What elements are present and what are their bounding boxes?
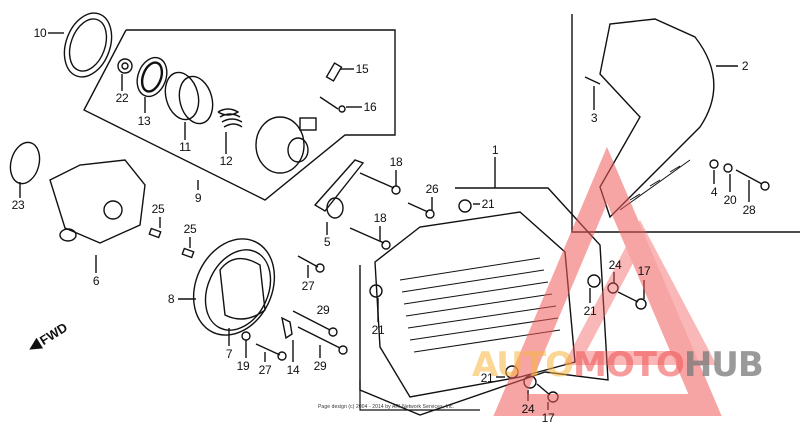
part-label-12[interactable]: 12 (219, 154, 233, 168)
part-label-24[interactable]: 24 (521, 402, 535, 416)
part-label-23[interactable]: 23 (11, 198, 25, 212)
part-label-26[interactable]: 26 (425, 182, 439, 196)
part-11-impeller (164, 71, 214, 140)
part-20-washer (723, 163, 733, 192)
part-18-bolt-b (349, 226, 391, 250)
watermark-triangle (493, 146, 722, 416)
part-label-6[interactable]: 6 (92, 274, 100, 288)
part-23-o-ring (9, 141, 41, 198)
part-label-21[interactable]: 21 (583, 304, 597, 318)
part-label-7[interactable]: 7 (225, 347, 233, 361)
watermark-hub: HUB (683, 345, 764, 385)
part-22-nut (117, 58, 133, 91)
part-label-2[interactable]: 2 (741, 59, 749, 73)
part-label-20[interactable]: 20 (723, 193, 737, 207)
part-7-cover (219, 257, 266, 346)
part-6-pump-body (49, 159, 146, 273)
part-label-16[interactable]: 16 (363, 100, 377, 114)
part-8-gasket (178, 238, 276, 336)
part-21-grommet-a (458, 199, 480, 213)
part-24-washer-a (607, 272, 619, 294)
part-1-cover (374, 211, 576, 398)
part-29-bolt-b (297, 326, 348, 358)
part-28-bolt (735, 169, 770, 202)
part-label-17[interactable]: 17 (637, 264, 651, 278)
part-label-9[interactable]: 9 (194, 191, 202, 205)
part-label-29[interactable]: 29 (316, 303, 330, 317)
watermark-logo-text: AUTOMOTOHUB (472, 345, 764, 385)
group-outline-9 (83, 29, 396, 201)
part-label-29[interactable]: 29 (313, 359, 327, 373)
part-label-21[interactable]: 21 (480, 371, 494, 385)
group-outline-1 (359, 187, 609, 416)
part-label-10[interactable]: 10 (33, 26, 47, 40)
part-label-8[interactable]: 8 (167, 292, 175, 306)
part-5-bracket (313, 159, 365, 235)
part-2-sprocket-cover (599, 18, 738, 219)
part-label-5[interactable]: 5 (323, 235, 331, 249)
part-label-3[interactable]: 3 (590, 111, 598, 125)
part-15-fitting (325, 62, 354, 82)
part-13-oil-seal (136, 56, 168, 113)
part-14-clamp (281, 316, 294, 362)
part-25-dowel-a (148, 217, 162, 239)
part-12-spring (217, 108, 243, 154)
part-21-grommet-c (587, 274, 601, 303)
copyright-text: Page design (c) 2004 - 2014 by ARI Netwo… (318, 404, 455, 410)
part-label-21[interactable]: 21 (371, 323, 385, 337)
part-label-27[interactable]: 27 (301, 279, 315, 293)
part-19-washer (241, 331, 251, 358)
part-label-13[interactable]: 13 (137, 114, 151, 128)
part-27-bolt-b (255, 343, 287, 362)
part-3-pin (584, 76, 601, 110)
part-label-18[interactable]: 18 (373, 211, 387, 225)
part-label-1[interactable]: 1 (491, 143, 499, 157)
part-label-28[interactable]: 28 (742, 203, 756, 217)
part-25-dowel-b (181, 237, 195, 259)
part-label-22[interactable]: 22 (115, 91, 129, 105)
part-label-24[interactable]: 24 (608, 258, 622, 272)
part-label-27[interactable]: 27 (258, 363, 272, 377)
part-label-4[interactable]: 4 (710, 185, 718, 199)
part-18-bolt-a (359, 170, 401, 195)
part-label-15[interactable]: 15 (355, 62, 369, 76)
part-label-21[interactable]: 21 (481, 197, 495, 211)
part-29-bolt-a (292, 310, 338, 337)
part-label-19[interactable]: 19 (236, 359, 250, 373)
part-label-17[interactable]: 17 (541, 411, 555, 425)
part-label-25[interactable]: 25 (183, 222, 197, 236)
part-label-18[interactable]: 18 (389, 155, 403, 169)
part-label-25[interactable]: 25 (151, 202, 165, 216)
part-21-grommet-b (369, 284, 383, 322)
part-pump-housing (255, 116, 317, 174)
part-27-bolt-a (297, 255, 325, 278)
watermark-moto: MOTO (572, 345, 685, 385)
watermark-auto: AUTO (472, 345, 574, 385)
part-10-gasket (48, 12, 113, 78)
part-26-bolt (407, 197, 435, 219)
part-label-11[interactable]: 11 (179, 140, 191, 154)
part-4-collar (709, 159, 719, 184)
part-16-clip (319, 96, 362, 113)
part-label-14[interactable]: 14 (286, 363, 300, 377)
